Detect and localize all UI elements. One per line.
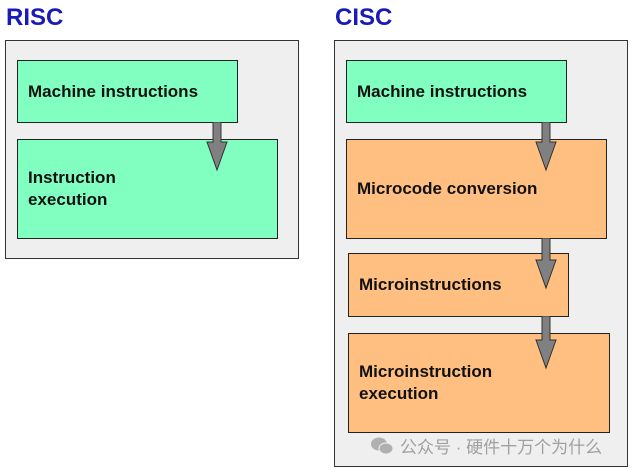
- risc-machine-instructions-box: Machine instructions: [17, 60, 238, 123]
- down-arrow-icon: [535, 122, 557, 172]
- risc-box-label: Instruction execution: [28, 168, 116, 209]
- risc-instruction-execution-box: Instruction execution: [17, 139, 278, 239]
- cisc-microcode-conversion-box: Microcode conversion: [346, 139, 607, 239]
- wechat-icon: [371, 437, 394, 454]
- risc-box-label: Machine instructions: [28, 81, 199, 101]
- down-arrow-icon: [535, 316, 557, 370]
- cisc-microinstructions-box: Microinstructions: [348, 253, 569, 317]
- cisc-microinstruction-execution-box: Microinstruction execution: [348, 333, 610, 433]
- cisc-box-label: Machine instructions: [357, 81, 528, 101]
- cisc-box-label: Microinstructions: [359, 275, 502, 294]
- down-arrow-icon: [535, 238, 557, 290]
- watermark-text: 公众号 · 硬件十万个为什么: [400, 438, 603, 457]
- watermark: 公众号 · 硬件十万个为什么: [370, 433, 602, 458]
- down-arrow-icon: [206, 122, 228, 172]
- cisc-box-label: Microinstruction execution: [359, 362, 493, 403]
- risc-title: RISC: [6, 4, 64, 31]
- cisc-box-label: Microcode conversion: [357, 179, 538, 198]
- cisc-title: CISC: [335, 4, 393, 31]
- cisc-machine-instructions-box: Machine instructions: [346, 60, 567, 123]
